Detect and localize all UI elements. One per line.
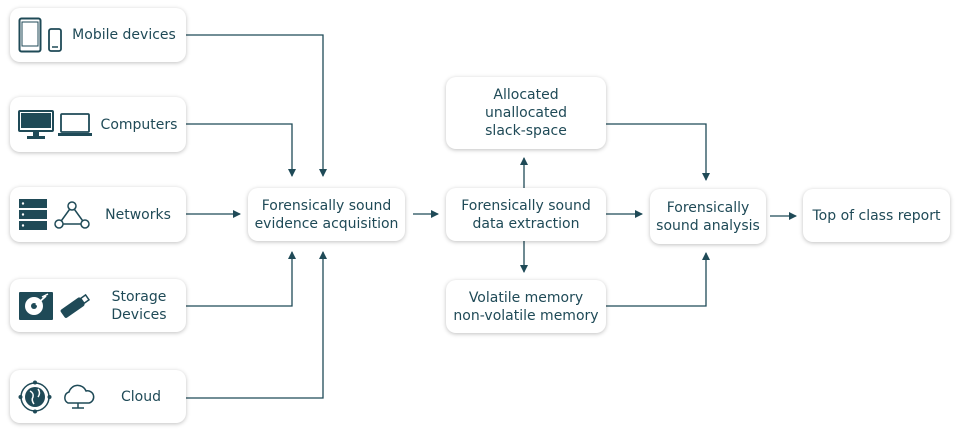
globe-icon: [18, 380, 52, 414]
source-label-storage: Storage Devices: [111, 288, 167, 323]
source-mobile-devices: Mobile devices: [10, 8, 186, 62]
source-label-networks: Networks: [105, 206, 171, 223]
forensic-analysis-label: Forensically sound analysis: [656, 199, 760, 234]
evidence-acquisition-label: Forensically sound evidence acquisition: [254, 197, 399, 232]
data-extraction-box: Forensically sound data extraction: [446, 188, 606, 241]
arrow-volatile-to-analysis: [606, 252, 710, 307]
server-rack-icon: [18, 198, 48, 232]
source-storage-devices: Storage Devices: [10, 279, 186, 332]
allocated-space-box: Allocated unallocated slack-space: [446, 77, 606, 149]
report-label: Top of class report: [812, 207, 941, 224]
network-nodes-icon: [54, 200, 90, 230]
phone-icon: [48, 18, 62, 52]
arrow-cloud-to-acquisition: [186, 251, 327, 399]
hard-drive-icon: [18, 291, 54, 321]
arrow-allocated-to-analysis: [606, 123, 710, 181]
tablet-icon: [18, 17, 42, 53]
desktop-monitor-icon: [18, 109, 54, 140]
source-label-cloud: Cloud: [121, 388, 161, 405]
allocated-space-label: Allocated unallocated slack-space: [485, 87, 567, 139]
evidence-acquisition-box: Forensically sound evidence acquisition: [248, 188, 405, 241]
arrow-computers-to-acquisition: [186, 123, 296, 177]
arrow-storage-to-acquisition: [186, 251, 296, 307]
source-cloud: Cloud: [10, 370, 186, 423]
volatile-memory-box: Volatile memory non-volatile memory: [446, 280, 606, 333]
source-computers: Computers: [10, 97, 186, 152]
source-networks: Networks: [10, 187, 186, 242]
data-extraction-label: Forensically sound data extraction: [461, 197, 591, 232]
usb-stick-icon: [58, 293, 92, 319]
cloud-icon: [60, 383, 96, 411]
source-label-computers: Computers: [100, 116, 178, 133]
arrow-mobile-to-acquisition: [186, 34, 327, 177]
forensic-analysis-box: Forensically sound analysis: [650, 189, 766, 244]
laptop-icon: [58, 112, 92, 138]
report-box: Top of class report: [803, 189, 950, 242]
source-label-mobile: Mobile devices: [72, 27, 176, 43]
volatile-memory-label: Volatile memory non-volatile memory: [453, 289, 599, 324]
